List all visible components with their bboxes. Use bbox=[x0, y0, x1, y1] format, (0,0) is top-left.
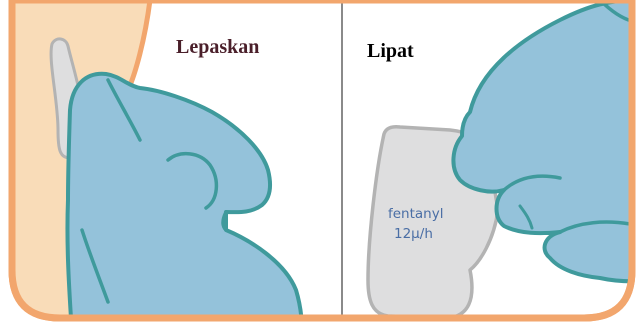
patch-label-line1: fentanyl bbox=[388, 206, 443, 222]
panel-title-right: Lipat bbox=[367, 40, 414, 63]
panel-title-left: Lepaskan bbox=[176, 36, 259, 59]
patch-label-line2: 12μ/h bbox=[394, 226, 433, 242]
